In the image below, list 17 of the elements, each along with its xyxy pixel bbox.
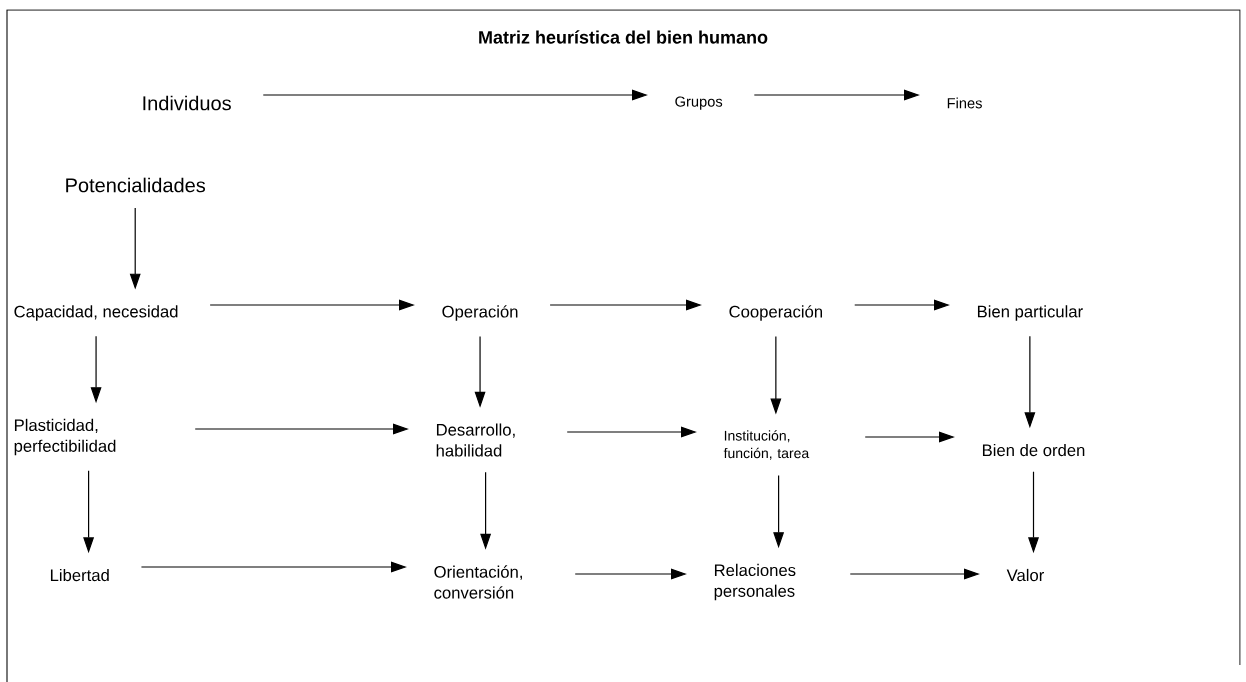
node-label: Bien de orden	[982, 443, 1085, 457]
node-label: Libertad	[50, 568, 109, 582]
node-label: Institución, función, tarea	[723, 430, 810, 460]
node-label: Potencialidades	[66, 177, 206, 193]
node-label: Bien particular	[977, 305, 1083, 321]
node-label: Valor	[1006, 568, 1044, 582]
title: Matriz heurística del bien humano	[479, 30, 768, 44]
node-label: Plasticidad, perfectibilidad	[14, 418, 116, 456]
node-label: Operación	[442, 305, 518, 321]
node-label: Cooperación	[729, 305, 822, 321]
node-label: Relaciones personales	[714, 563, 796, 601]
node-label: Individuos	[143, 95, 231, 111]
node-label: Orientación, conversión	[434, 565, 522, 599]
node-label: Desarrollo, habilidad	[436, 423, 515, 457]
node-label: Capacidad, necesidad	[14, 305, 178, 321]
node-label: Fines	[947, 97, 982, 109]
node-label: Grupos	[675, 96, 723, 110]
